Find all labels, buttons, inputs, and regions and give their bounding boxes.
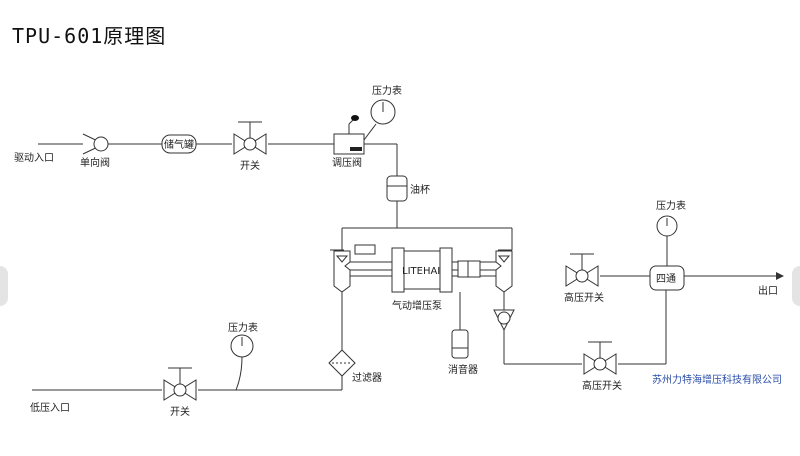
regulator-icon (333, 115, 377, 155)
drive-inlet-label: 驱动入口 (14, 152, 54, 164)
gauge-low-label: 压力表 (228, 321, 258, 334)
outlet-arrow-icon (776, 272, 784, 280)
outlet-label: 出口 (758, 284, 778, 297)
regulator-label: 调压阀 (332, 156, 362, 169)
low-pressure-gauge-icon (230, 334, 254, 358)
hp-check-valve-icon (493, 309, 515, 332)
oil-cup-label: 油杯 (410, 183, 430, 196)
hp-lower-switch-valve-icon (583, 341, 617, 375)
filter-label: 过滤器 (352, 371, 382, 384)
gauge-top-label: 压力表 (372, 84, 402, 97)
hp-switch-upper-label: 高压开关 (564, 291, 604, 304)
hp-upper-switch-valve-icon (565, 253, 599, 287)
gauge-low-pipe (235, 356, 243, 391)
previous-slide-button[interactable] (0, 266, 8, 306)
switch-valve-icon (233, 121, 267, 155)
company-name: 苏州力特海增压科技有限公司 (652, 373, 782, 386)
hp-switch-lower-label: 高压开关 (582, 379, 622, 392)
switch-top-label: 开关 (240, 159, 260, 172)
check-valve-icon (82, 133, 109, 155)
air-tank-label: 储气罐 (164, 138, 194, 151)
gauge-right-label: 压力表 (656, 199, 686, 212)
silencer-icon (451, 329, 469, 359)
low-inlet-label: 低压入口 (30, 401, 70, 414)
pump-brand-label: LITEHAI (402, 266, 440, 277)
low-switch-valve-icon (163, 367, 197, 401)
pump-label: 气动增压泵 (392, 299, 442, 312)
pressure-gauge-icon (370, 99, 396, 125)
oil-cup-icon (386, 175, 408, 202)
four-way-label: 四通 (656, 273, 676, 285)
pump-right-unit-icon (495, 250, 513, 293)
air-tank-icon (161, 134, 197, 154)
switch-low-label: 开关 (170, 405, 190, 418)
pump-left-unit-icon (333, 250, 351, 293)
silencer-label: 消音器 (448, 363, 478, 376)
pump-piping (330, 227, 513, 251)
booster-pump-icon (350, 244, 496, 293)
right-pressure-gauge-icon (656, 215, 678, 237)
next-slide-button[interactable] (792, 266, 800, 306)
check-valve-label: 单向阀 (80, 156, 110, 169)
diagram-title: TPU-601原理图 (12, 24, 167, 48)
